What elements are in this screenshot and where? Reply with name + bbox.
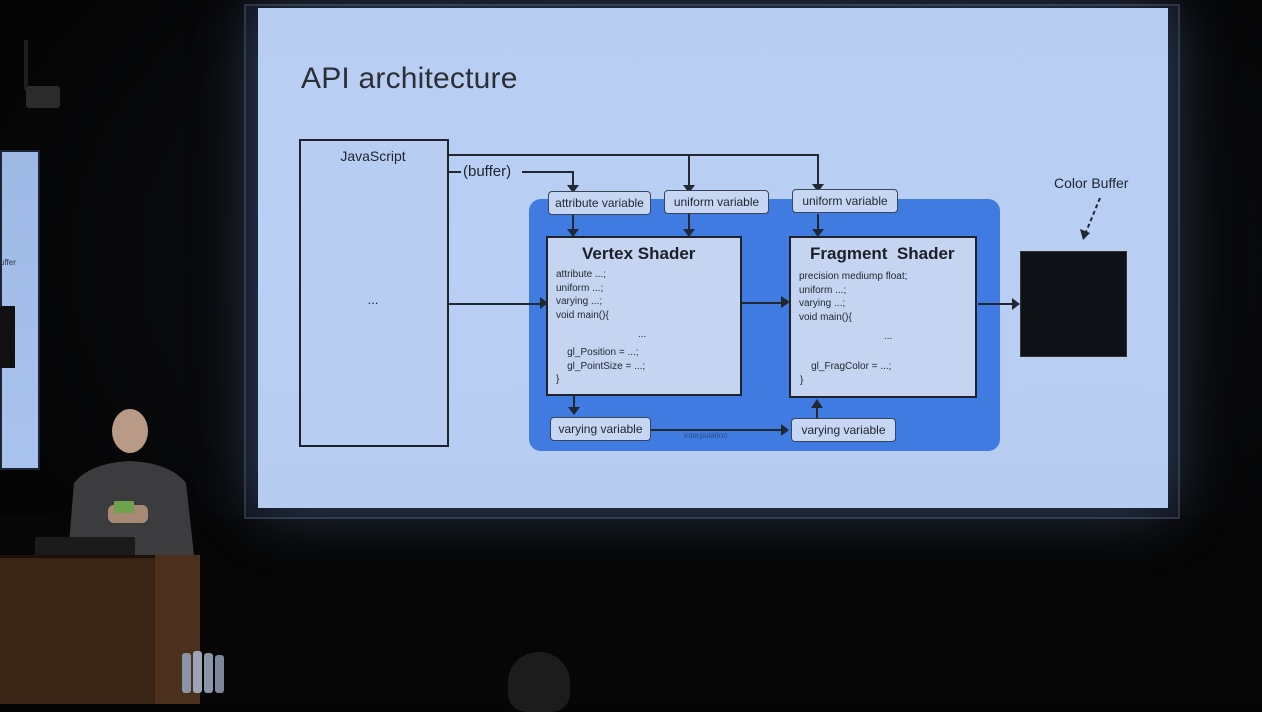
audience-member-head bbox=[508, 652, 570, 712]
connector-top-horizontal bbox=[449, 154, 818, 156]
laptop bbox=[35, 537, 135, 559]
fragment-shader-code-dots: ... bbox=[884, 331, 893, 342]
uniform-variable-pill-1: uniform variable bbox=[664, 190, 769, 214]
presenter bbox=[68, 409, 194, 555]
presenter-handheld-object bbox=[114, 501, 134, 513]
arrow-colorbuffer-dashed bbox=[1085, 197, 1101, 233]
fragment-shader-code-bottom: gl_FragColor = ...; } bbox=[800, 361, 892, 386]
arrow-uni1-vertex bbox=[683, 229, 695, 237]
color-buffer-label: Color Buffer bbox=[1054, 175, 1129, 191]
connector-buffer-to-attribute bbox=[522, 171, 573, 173]
connector-vertex-to-fragment bbox=[742, 302, 784, 304]
side-screen-dark-box bbox=[0, 306, 15, 368]
connector-uniform1-to-vertex bbox=[688, 214, 690, 232]
uniform-variable-pill-2: uniform variable bbox=[792, 189, 898, 213]
vertex-shader-code-dots: ... bbox=[638, 329, 647, 340]
attribute-variable-pill: attribute variable bbox=[548, 191, 651, 215]
varying-variable-pill-1: varying variable bbox=[550, 417, 651, 441]
arrow-into-colorbuffer bbox=[1012, 298, 1020, 310]
vertex-shader-code-bottom: gl_Position = ...; gl_PointSize = ...; } bbox=[556, 347, 646, 385]
connector-attribute-to-vertex bbox=[572, 215, 574, 232]
connector-js-to-vertex bbox=[449, 303, 541, 305]
presenter-head bbox=[112, 409, 148, 453]
varying-variable-pill-2: varying variable bbox=[791, 418, 896, 442]
podium-side bbox=[155, 555, 200, 704]
connector-uniform2-to-fragment bbox=[817, 214, 819, 232]
fragment-shader-title: Fragment Shader bbox=[810, 244, 955, 263]
connector-fragment-to-colorbuffer bbox=[978, 303, 1015, 305]
arrow-uniform1 bbox=[683, 185, 695, 193]
projector-mount-pole bbox=[24, 40, 28, 90]
connector-attribute-down bbox=[572, 171, 574, 185]
arrow-attr-vertex bbox=[567, 229, 579, 237]
fragment-shader-box bbox=[789, 236, 977, 398]
connector-buffer-horizontal bbox=[449, 171, 461, 173]
connector-uniform1-down bbox=[688, 154, 690, 185]
vertex-shader-title: Vertex Shader bbox=[582, 244, 696, 263]
connector-varying-horizontal bbox=[651, 429, 785, 431]
arrow-uniform2 bbox=[812, 184, 824, 192]
javascript-label: JavaScript bbox=[340, 148, 406, 164]
arrow-colorbuffer-head bbox=[1080, 229, 1090, 240]
vertex-shader-code-top: attribute ...; uniform ...; varying ...;… bbox=[556, 269, 609, 321]
water-bottles bbox=[182, 651, 224, 693]
connector-varying-to-fragment bbox=[816, 404, 818, 418]
fragment-shader-code-top: precision mediump float; uniform ...; va… bbox=[799, 271, 908, 323]
interpolation-label: interpolation bbox=[684, 431, 728, 440]
arrow-into-vertex bbox=[540, 297, 548, 309]
javascript-box bbox=[299, 139, 449, 447]
buffer-label: (buffer) bbox=[463, 163, 512, 180]
arrow-to-varying bbox=[568, 407, 580, 415]
slide-title: API architecture bbox=[301, 62, 518, 95]
side-screen-text: uffer bbox=[0, 258, 16, 267]
arrow-attribute bbox=[567, 185, 579, 193]
arrow-varying-horizontal bbox=[781, 424, 789, 436]
arrow-into-fragment bbox=[781, 296, 790, 308]
projector-icon bbox=[26, 86, 60, 108]
arrow-to-fragment-up bbox=[811, 399, 823, 408]
arrow-uni2-fragment bbox=[812, 229, 824, 237]
vertex-shader-box bbox=[546, 236, 742, 396]
connector-vertex-to-varying bbox=[573, 396, 575, 410]
color-buffer-box bbox=[1020, 251, 1127, 357]
javascript-ellipsis: ... bbox=[367, 292, 379, 307]
connector-uniform2-down bbox=[817, 154, 819, 184]
